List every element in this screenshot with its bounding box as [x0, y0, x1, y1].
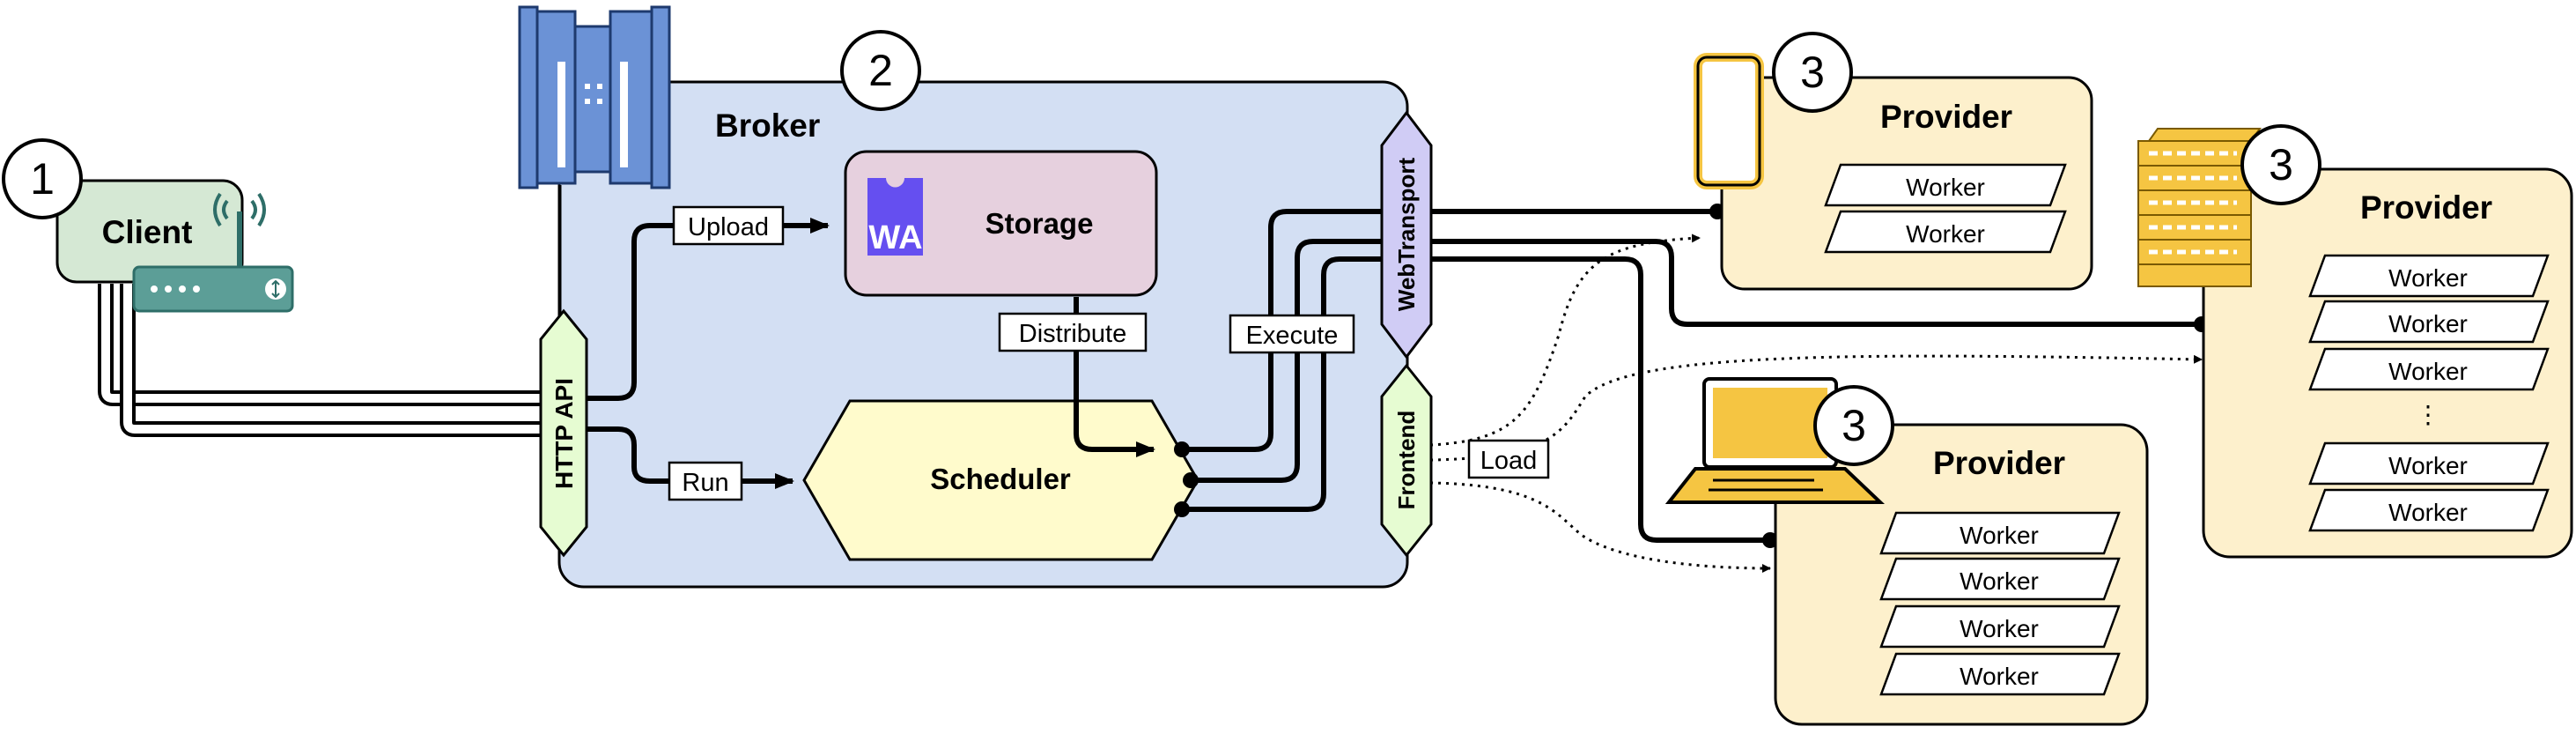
provider-phone-number: 3	[1800, 48, 1825, 97]
provider-laptop-worker-list: Worker Worker Worker Worker	[1879, 511, 2121, 696]
storage-title: Storage	[985, 207, 1094, 240]
broker-title: Broker	[715, 108, 820, 144]
run-edge-label: Run	[668, 461, 743, 501]
provider-server-number: 3	[2269, 140, 2293, 189]
upload-edge-label: Upload	[672, 205, 785, 246]
load-text: Load	[1480, 447, 1538, 475]
smartphone-icon	[1694, 53, 1764, 189]
storage-node: Storage WA	[844, 150, 1158, 297]
broker-number-badge: 2	[840, 30, 921, 111]
provider-phone-worker-list: Worker Worker	[1824, 163, 2067, 254]
provider-laptop-number-badge: 3	[1813, 385, 1894, 466]
server-rack-icon	[2137, 128, 2262, 287]
client-number-badge: 1	[2, 138, 83, 219]
provider-server-ellipsis: ⋮	[2416, 401, 2440, 428]
execute-text: Execute	[1246, 322, 1339, 350]
provider-connections	[1411, 209, 2202, 543]
client-title: Client	[102, 214, 193, 250]
scheduler-ports	[1174, 441, 1199, 517]
provider-phone-title: Provider	[1880, 99, 2012, 135]
scheduler-node: Scheduler	[802, 399, 1199, 561]
provider-laptop-worker: Worker	[1960, 567, 2039, 595]
provider-server-worker: Worker	[2388, 310, 2468, 337]
frontend-interface: Frontend	[1380, 363, 1433, 558]
provider-laptop-title: Provider	[1933, 445, 2065, 481]
client-double-lines	[98, 284, 543, 437]
upload-text: Upload	[688, 213, 769, 241]
provider-server-worker: Worker	[2388, 358, 2468, 385]
provider-server-number-badge: 3	[2240, 124, 2321, 205]
provider-phone-node: Provider Worker Worker	[1720, 76, 2093, 291]
router-icon	[132, 192, 294, 313]
provider-server-worker: Worker	[2388, 499, 2468, 526]
provider-phone-worker: Worker	[1906, 220, 1985, 248]
webtransport-interface: WebTransport	[1380, 110, 1433, 360]
distribute-edge-label: Distribute	[998, 312, 1148, 352]
http-api-text: HTTP API	[550, 378, 578, 489]
webassembly-logo-text: WA	[868, 219, 922, 256]
execute-edge-label: Execute	[1229, 314, 1355, 354]
distribute-text: Distribute	[1019, 320, 1127, 348]
client-node: Client 1	[2, 138, 244, 284]
provider-server-worker: Worker	[2388, 264, 2468, 292]
provider-phone-number-badge: 3	[1772, 32, 1853, 113]
frontend-text: Frontend	[1393, 411, 1420, 510]
provider-server-worker-list: Worker Worker Worker ⋮ Worker Worker	[2308, 254, 2550, 532]
http-api-interface: HTTP API	[539, 308, 588, 558]
load-edge-label: Load	[1467, 439, 1550, 479]
webassembly-logo-icon: WA	[867, 178, 923, 256]
scheduler-title: Scheduler	[930, 463, 1071, 495]
run-text: Run	[682, 469, 728, 497]
provider-phone-worker: Worker	[1906, 174, 1985, 201]
provider-laptop-number: 3	[1842, 401, 1866, 450]
provider-server-node: Provider Worker Worker Worker ⋮ Worker W…	[2202, 167, 2573, 559]
provider-server-title: Provider	[2360, 189, 2492, 226]
webtransport-text: WebTransport	[1393, 158, 1420, 312]
provider-server-worker: Worker	[2388, 452, 2468, 479]
laptop-icon	[1664, 377, 1886, 504]
provider-laptop-worker: Worker	[1960, 522, 2039, 549]
client-number: 1	[30, 154, 55, 204]
broker-connections	[585, 209, 1383, 512]
provider-laptop-worker: Worker	[1960, 663, 2039, 690]
datacenter-icon	[518, 5, 671, 326]
provider-laptop-worker: Worker	[1960, 615, 2039, 642]
broker-number: 2	[868, 46, 893, 95]
frontend-load-connections	[1429, 234, 2203, 573]
